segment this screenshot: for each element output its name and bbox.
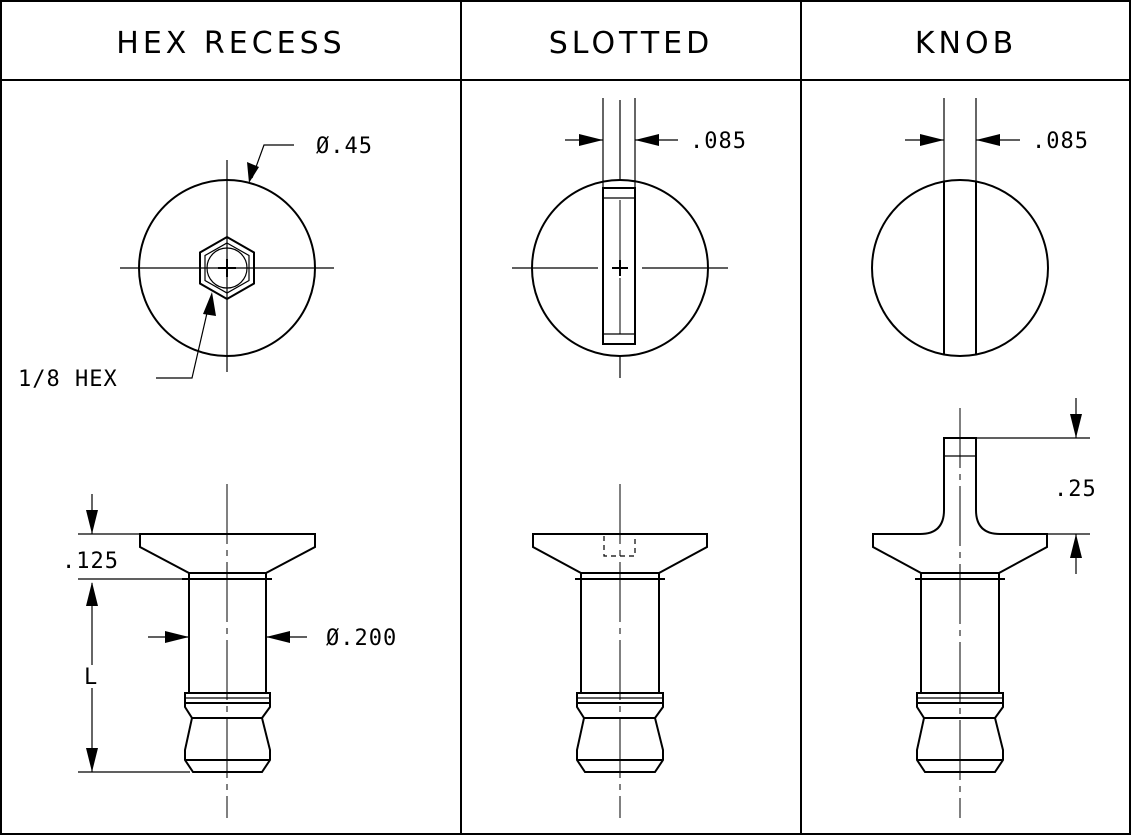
hex-size-arrow bbox=[203, 292, 216, 316]
hex-recess-outer bbox=[199, 235, 255, 301]
shank-dia-label: Ø.200 bbox=[326, 626, 397, 651]
shank-dia-arrow-right bbox=[266, 631, 290, 643]
knob-w-arrow-left bbox=[920, 134, 944, 146]
slot-w-arrow-right bbox=[635, 134, 659, 146]
knob-h-arrow-top bbox=[1070, 414, 1082, 438]
length-arrow-top bbox=[86, 582, 98, 606]
hex-recess-top-view bbox=[120, 160, 334, 372]
knob-side-view bbox=[872, 408, 1048, 818]
slot-w-label-knob: .085 bbox=[1032, 129, 1089, 154]
hex-recess-bore bbox=[206, 247, 248, 289]
dim-hex-size: 1/8 HEX bbox=[18, 292, 216, 392]
dim-length: L bbox=[78, 582, 190, 773]
dim-slot-width-slotted: .085 bbox=[565, 98, 747, 188]
knob-w-arrow-right bbox=[976, 134, 1000, 146]
header-knob: KNOB bbox=[915, 26, 1017, 61]
slot-w-label-slotted: .085 bbox=[690, 129, 747, 154]
head-dia-leader bbox=[251, 144, 294, 179]
slot-hidden-lines bbox=[603, 533, 636, 557]
dim-head-diameter: Ø.45 bbox=[247, 134, 373, 183]
head-dia-label: Ø.45 bbox=[316, 134, 373, 159]
slotted-tip bbox=[576, 703, 664, 773]
length-label: L bbox=[84, 665, 98, 690]
slot-w-arrow-left bbox=[579, 134, 603, 146]
head-thk-arrow bbox=[86, 510, 98, 534]
knob-top-view bbox=[871, 179, 1049, 357]
length-arrow-bottom bbox=[86, 748, 98, 772]
slotted-side-view bbox=[532, 484, 708, 818]
head-dia-arrow bbox=[247, 162, 259, 183]
dim-head-thickness: .125 bbox=[62, 494, 182, 580]
head-thk-label: .125 bbox=[62, 549, 119, 574]
header-slotted: SLOTTED bbox=[549, 26, 713, 61]
knob-head-circle bbox=[871, 179, 1049, 357]
slotted-top-view bbox=[512, 100, 728, 378]
hex-recess-inner bbox=[204, 242, 250, 294]
hex-recess-side-view bbox=[139, 484, 316, 818]
dim-shank-diameter: Ø.200 bbox=[148, 626, 397, 651]
shank-dia-arrow-left bbox=[165, 631, 189, 643]
knob-tip bbox=[916, 703, 1004, 773]
header-hex-recess: HEX RECESS bbox=[116, 26, 345, 61]
dim-knob-height: .25 bbox=[976, 398, 1097, 574]
knob-h-label: .25 bbox=[1054, 477, 1097, 502]
slot bbox=[602, 187, 636, 345]
hex-size-leader bbox=[156, 299, 211, 379]
hex-tip bbox=[184, 703, 271, 773]
knob-h-arrow-bottom bbox=[1070, 534, 1082, 558]
hex-size-label: 1/8 HEX bbox=[18, 367, 118, 392]
dim-slot-width-knob: .085 bbox=[905, 98, 1089, 182]
